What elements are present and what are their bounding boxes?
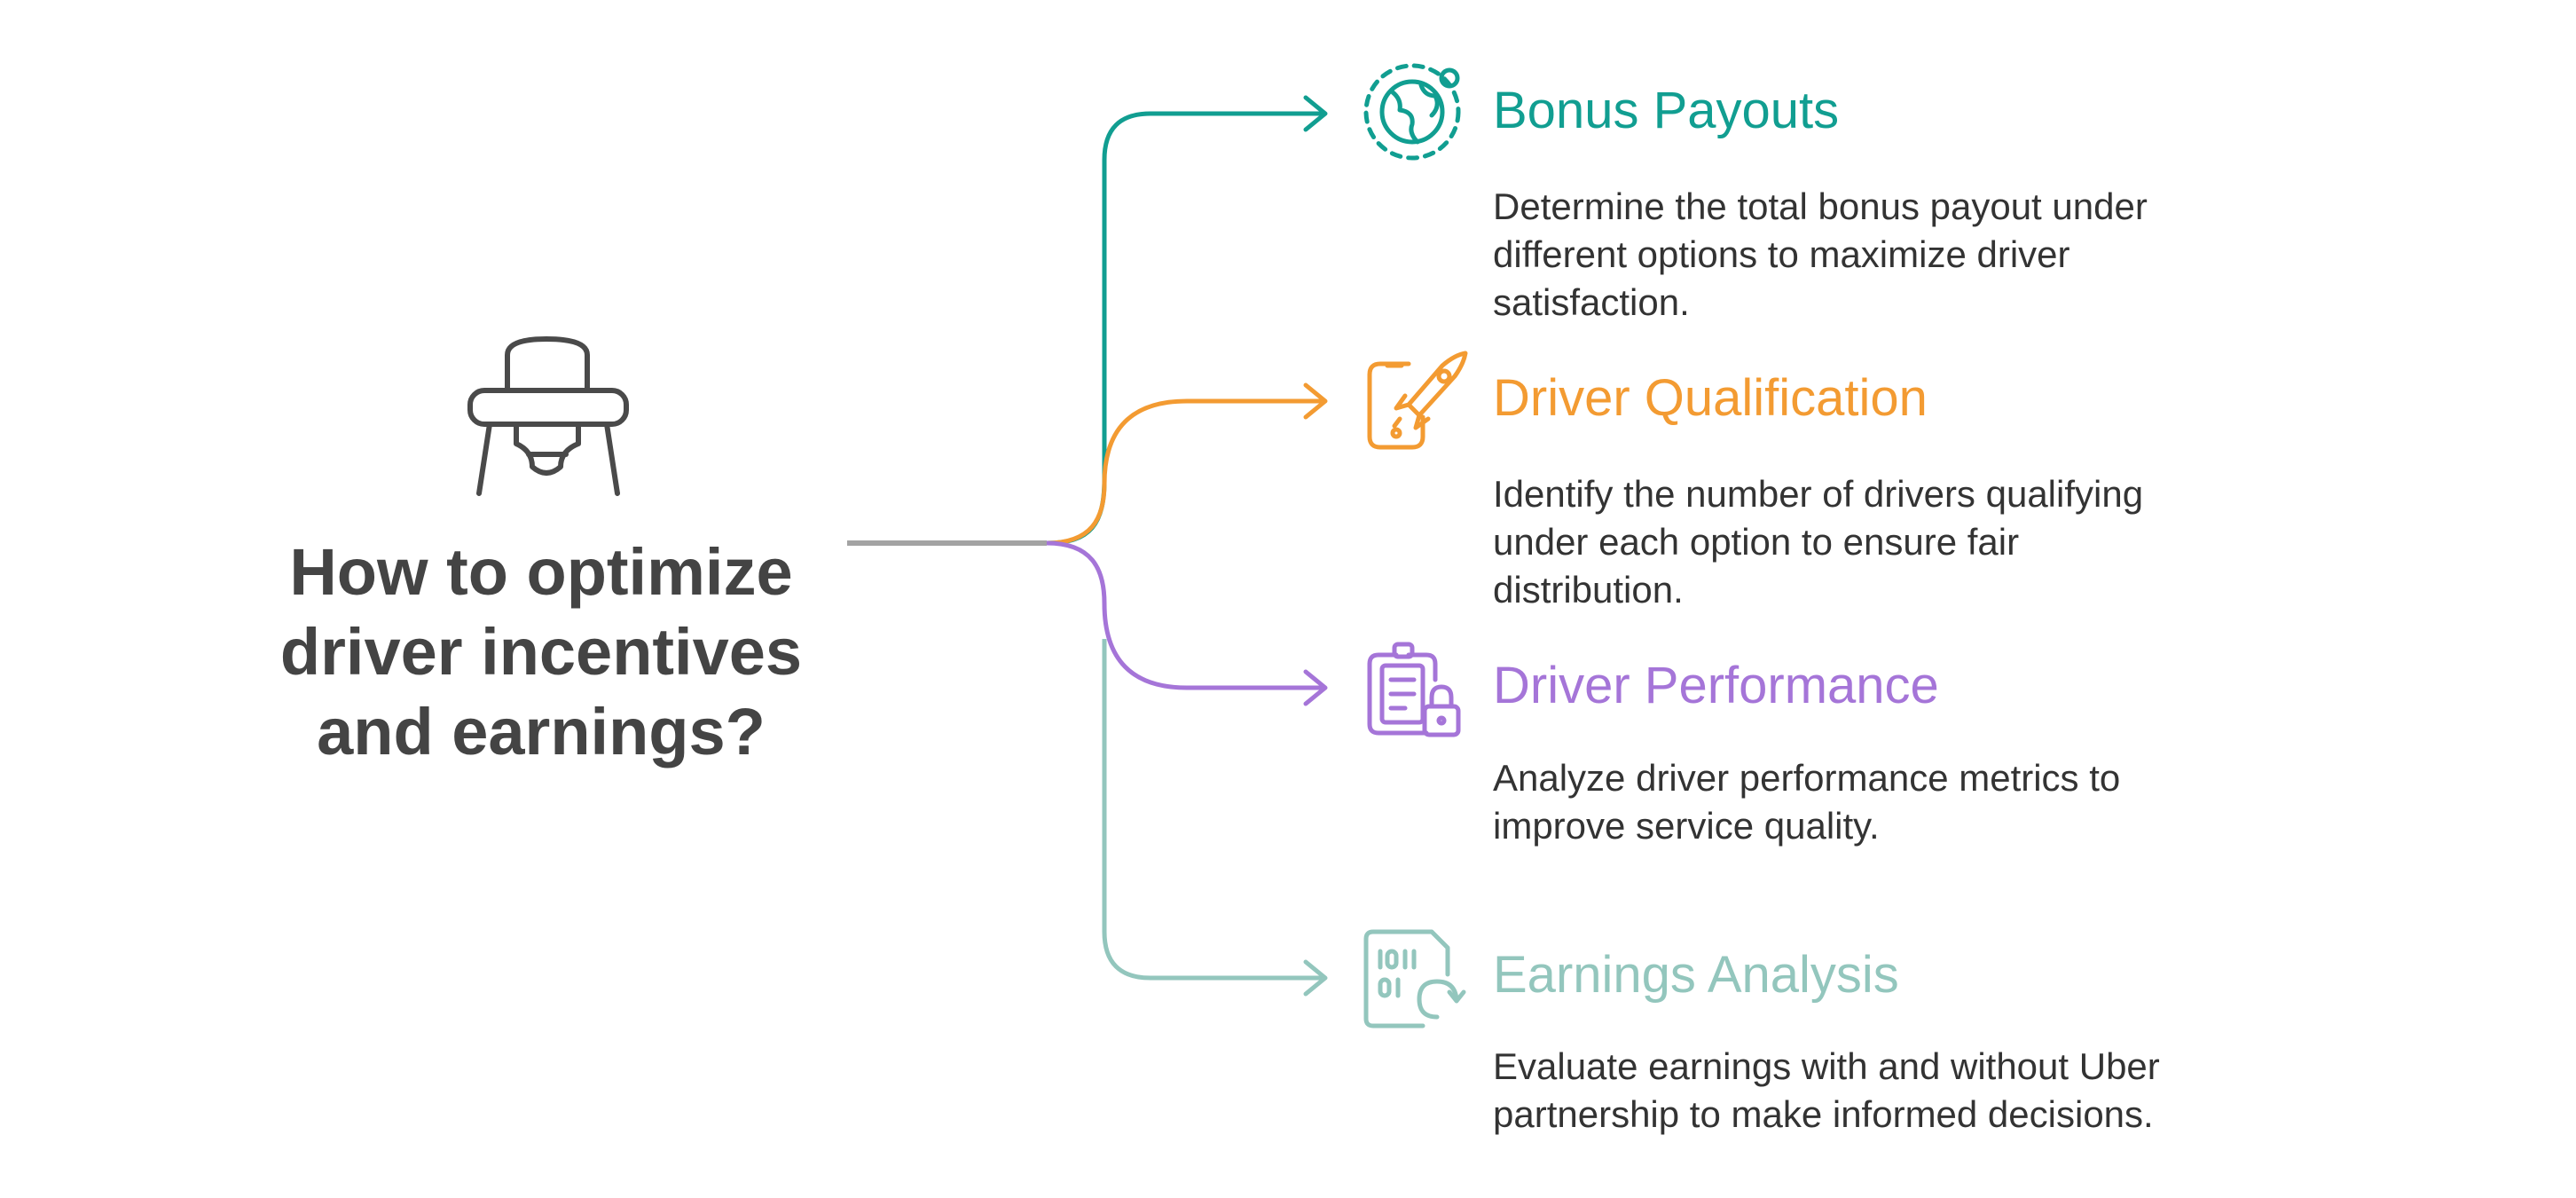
description-line: satisfaction. bbox=[1493, 281, 1690, 323]
description-line: improve service quality. bbox=[1493, 805, 1880, 847]
arrowhead-driver-qualification bbox=[1303, 382, 1328, 420]
question-line-2: driver incentives bbox=[279, 615, 803, 689]
branch-title-bonus-payouts: Bonus Payouts bbox=[1493, 82, 1840, 139]
description-line: different options to maximize driver bbox=[1493, 233, 2070, 275]
description-line: Determine the total bonus payout under bbox=[1493, 185, 2148, 227]
branch-title-driver-qualification: Driver Qualification bbox=[1493, 369, 1928, 427]
arrowhead-bonus-payouts bbox=[1303, 95, 1328, 132]
connector-driver-performance bbox=[1046, 540, 1322, 690]
description-line: partnership to make informed decisions. bbox=[1493, 1093, 2154, 1135]
globe-icon bbox=[1363, 63, 1461, 161]
description-line: under each option to ensure fair bbox=[1493, 521, 2020, 563]
description-line: distribution. bbox=[1493, 569, 1684, 611]
description-line: Identify the number of drivers qualifyin… bbox=[1493, 473, 2144, 515]
arrowhead-earnings-analysis bbox=[1303, 959, 1328, 997]
branch-title-earnings-analysis: Earnings Analysis bbox=[1493, 946, 1899, 1004]
description-line: Analyze driver performance metrics to bbox=[1493, 757, 2121, 799]
branch-description-driver-qualification: Identify the number of drivers qualifyin… bbox=[1493, 470, 2291, 614]
connector-bonus-payouts bbox=[1046, 111, 1322, 546]
binary-document-icon bbox=[1363, 929, 1466, 1029]
connector-earnings-analysis bbox=[1102, 639, 1322, 981]
high-chair-icon bbox=[467, 336, 629, 496]
question-line-3: and earnings? bbox=[317, 695, 766, 768]
connector-driver-qualification bbox=[1046, 398, 1322, 546]
description-line: Evaluate earnings with and without Uber bbox=[1493, 1045, 2160, 1087]
phone-rocket-icon bbox=[1367, 351, 1468, 450]
branch-description-driver-performance: Analyze driver performance metrics to im… bbox=[1493, 754, 2291, 850]
central-question: How to optimize driver incentives and ea… bbox=[222, 532, 860, 772]
branch-description-earnings-analysis: Evaluate earnings with and without Uber … bbox=[1493, 1043, 2291, 1139]
question-line-1: How to optimize bbox=[289, 535, 793, 609]
arrowhead-driver-performance bbox=[1303, 669, 1328, 706]
branch-title-driver-performance: Driver Performance bbox=[1493, 657, 1939, 714]
branch-description-bonus-payouts: Determine the total bonus payout under d… bbox=[1493, 183, 2291, 327]
clipboard-lock-icon bbox=[1367, 642, 1461, 737]
